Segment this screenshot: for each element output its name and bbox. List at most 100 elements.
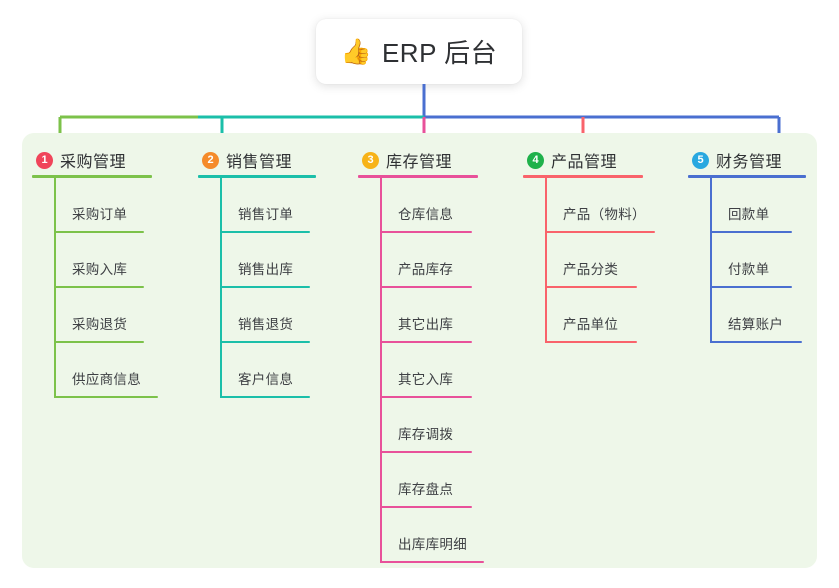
menu-item-rule bbox=[710, 341, 802, 343]
menu-item[interactable]: 供应商信息 bbox=[54, 343, 158, 398]
item-stem bbox=[220, 233, 222, 288]
menu-item-label: 库存调拨 bbox=[398, 427, 454, 442]
menu-item[interactable]: 采购退货 bbox=[54, 288, 152, 343]
column-5: 5 财务管理回款单付款单结算账户 bbox=[688, 145, 806, 343]
column-2: 2 销售管理销售订单销售出库销售退货客户信息 bbox=[198, 145, 316, 398]
column-1: 1 采购管理采购订单采购入库采购退货供应商信息 bbox=[32, 145, 158, 398]
root-title-inner: 👍 ERP 后台 bbox=[341, 33, 497, 70]
column-title-5: 财务管理 bbox=[716, 154, 783, 171]
menu-item[interactable]: 客户信息 bbox=[220, 343, 316, 398]
thumbs-up-icon: 👍 bbox=[340, 38, 372, 66]
column-header-5[interactable]: 5 财务管理 bbox=[688, 145, 806, 175]
column-badge-3: 3 bbox=[362, 151, 379, 169]
menu-item-rule bbox=[380, 231, 472, 233]
column-header-rule-4 bbox=[523, 175, 643, 178]
column-items-4: 产品（物料） 产品分类产品单位 bbox=[523, 178, 655, 343]
menu-item-label: 采购订单 bbox=[72, 207, 128, 222]
column-header-1[interactable]: 1 采购管理 bbox=[32, 145, 152, 175]
menu-item-rule bbox=[54, 231, 144, 233]
menu-item-rule bbox=[545, 341, 637, 343]
menu-item-rule bbox=[710, 286, 792, 288]
item-stem bbox=[545, 288, 547, 343]
column-badge-2: 2 bbox=[202, 151, 219, 169]
menu-item[interactable]: 产品单位 bbox=[545, 288, 643, 343]
menu-item[interactable]: 其它入库 bbox=[380, 343, 478, 398]
column-items-1: 采购订单采购入库采购退货供应商信息 bbox=[32, 178, 158, 398]
column-header-2[interactable]: 2 销售管理 bbox=[198, 145, 316, 175]
menu-item[interactable]: 其它出库 bbox=[380, 288, 478, 343]
column-items-5: 回款单付款单结算账户 bbox=[688, 178, 806, 343]
menu-item-rule bbox=[380, 396, 472, 398]
menu-item[interactable]: 产品（物料） bbox=[545, 178, 655, 233]
menu-item-rule bbox=[220, 286, 310, 288]
menu-item-rule bbox=[54, 286, 144, 288]
item-stem bbox=[380, 398, 382, 453]
item-stem bbox=[380, 233, 382, 288]
menu-item-label: 出库库明细 bbox=[398, 537, 467, 552]
menu-item-label: 销售出库 bbox=[238, 262, 294, 277]
menu-item[interactable]: 付款单 bbox=[710, 233, 806, 288]
menu-item[interactable]: 销售订单 bbox=[220, 178, 316, 233]
column-badge-1: 1 bbox=[36, 151, 53, 169]
menu-item[interactable]: 采购订单 bbox=[54, 178, 152, 233]
menu-item[interactable]: 采购入库 bbox=[54, 233, 152, 288]
menu-item[interactable]: 库存盘点 bbox=[380, 453, 478, 508]
menu-item-label: 采购入库 bbox=[72, 262, 128, 277]
column-header-rule-5 bbox=[688, 175, 806, 178]
menu-item-rule bbox=[710, 231, 792, 233]
column-title-4: 产品管理 bbox=[551, 154, 618, 171]
menu-item-rule bbox=[380, 451, 472, 453]
column-header-3[interactable]: 3 库存管理 bbox=[358, 145, 478, 175]
item-stem bbox=[545, 178, 547, 233]
item-stem bbox=[380, 178, 382, 233]
menu-item[interactable]: 产品库存 bbox=[380, 233, 478, 288]
item-stem bbox=[220, 343, 222, 398]
menu-item[interactable]: 销售退货 bbox=[220, 288, 316, 343]
column-3: 3 库存管理仓库信息产品库存其它出库其它入库库存调拨库存盘点出库库明细 bbox=[358, 145, 484, 563]
item-stem bbox=[710, 288, 712, 343]
column-title-2: 销售管理 bbox=[226, 154, 293, 171]
menu-item-rule bbox=[220, 231, 310, 233]
menu-item-label: 库存盘点 bbox=[398, 482, 454, 497]
menu-item-rule bbox=[380, 341, 472, 343]
menu-item[interactable]: 结算账户 bbox=[710, 288, 806, 343]
column-items-2: 销售订单销售出库销售退货客户信息 bbox=[198, 178, 316, 398]
item-stem bbox=[54, 288, 56, 343]
menu-item-label: 产品（物料） bbox=[563, 207, 646, 222]
menu-item-label: 其它出库 bbox=[398, 317, 454, 332]
menu-item-label: 产品库存 bbox=[398, 262, 454, 277]
root-title-card[interactable]: 👍 ERP 后台 bbox=[316, 19, 522, 84]
item-stem bbox=[220, 178, 222, 233]
menu-item[interactable]: 产品分类 bbox=[545, 233, 643, 288]
menu-item-rule bbox=[220, 341, 310, 343]
column-header-rule-3 bbox=[358, 175, 478, 178]
item-stem bbox=[380, 453, 382, 508]
menu-item[interactable]: 出库库明细 bbox=[380, 508, 484, 563]
menu-item-rule bbox=[380, 286, 472, 288]
menu-item-rule bbox=[220, 396, 310, 398]
root-title-text: ERP 后台 bbox=[381, 38, 498, 68]
column-badge-5: 5 bbox=[692, 151, 709, 169]
item-stem bbox=[710, 178, 712, 233]
menu-item-label: 产品分类 bbox=[563, 262, 619, 277]
menu-item-label: 其它入库 bbox=[398, 372, 454, 387]
item-stem bbox=[380, 343, 382, 398]
item-stem bbox=[54, 233, 56, 288]
menu-item[interactable]: 回款单 bbox=[710, 178, 806, 233]
menu-item[interactable]: 销售出库 bbox=[220, 233, 316, 288]
column-items-3: 仓库信息产品库存其它出库其它入库库存调拨库存盘点出库库明细 bbox=[358, 178, 484, 563]
column-title-1: 采购管理 bbox=[60, 154, 127, 171]
menu-item-label: 销售订单 bbox=[238, 207, 294, 222]
menu-item-label: 客户信息 bbox=[238, 372, 294, 387]
column-header-rule-1 bbox=[32, 175, 152, 178]
item-stem bbox=[380, 508, 382, 563]
item-stem bbox=[380, 288, 382, 343]
menu-item[interactable]: 仓库信息 bbox=[380, 178, 478, 233]
menu-item-rule bbox=[380, 561, 484, 563]
menu-item[interactable]: 库存调拨 bbox=[380, 398, 478, 453]
diagram-panel bbox=[22, 133, 817, 568]
item-stem bbox=[710, 233, 712, 288]
column-title-3: 库存管理 bbox=[386, 154, 453, 171]
